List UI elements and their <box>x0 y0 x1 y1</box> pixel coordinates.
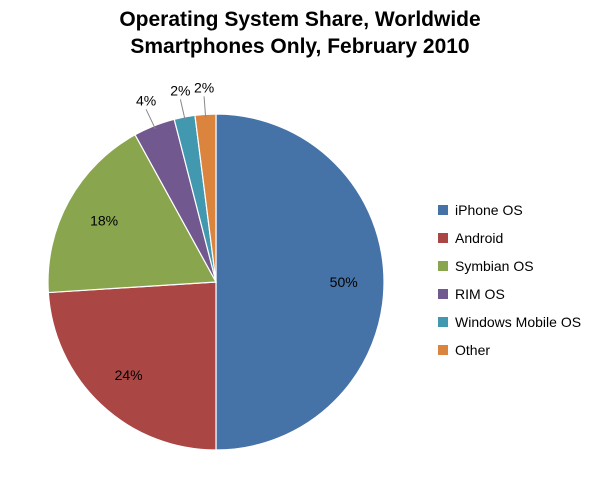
legend-swatch <box>438 205 448 215</box>
legend-swatch <box>438 261 448 271</box>
legend-label: Symbian OS <box>455 258 534 274</box>
data-label-iphone-os: 50% <box>330 274 358 290</box>
legend-label: iPhone OS <box>455 202 523 218</box>
legend-label: Windows Mobile OS <box>455 314 582 330</box>
legend-item-android: Android <box>438 224 581 252</box>
legend-swatch <box>438 289 448 299</box>
legend-swatch <box>438 345 448 355</box>
data-label-android: 24% <box>115 367 143 383</box>
legend-swatch <box>438 233 448 243</box>
data-label-windows-mobile-os: 2% <box>170 82 190 98</box>
legend-item-rim-os: RIM OS <box>438 280 581 308</box>
leader-lines <box>145 96 207 130</box>
data-label-rim-os: 4% <box>136 92 156 108</box>
legend-label: Android <box>455 230 504 246</box>
legend-item-iphone-os: iPhone OS <box>438 196 581 224</box>
data-label-other: 2% <box>194 79 214 95</box>
chart-title-block: Operating System Share, Worldwide Smartp… <box>0 6 600 60</box>
leader-line-rim-os <box>145 109 156 130</box>
data-label-symbian-os: 18% <box>90 212 118 228</box>
legend-swatch <box>438 317 448 327</box>
data-labels: 50% 24% 18% 4% 2%2% <box>90 79 358 383</box>
legend-item-windows-mobile-os: Windows Mobile OS <box>438 308 581 336</box>
legend-item-symbian-os: Symbian OS <box>438 252 581 280</box>
chart-subtitle: Smartphones Only, February 2010 <box>130 35 470 58</box>
leader-line-other <box>203 96 207 118</box>
legend-label: Other <box>455 342 491 358</box>
pie-slice-iphone-os <box>215 113 385 451</box>
pie-slice-symbian-os <box>47 133 217 294</box>
chart-title: Operating System Share, Worldwide <box>119 8 481 31</box>
legend-item-other: Other <box>438 336 581 364</box>
pie-slices <box>47 113 385 451</box>
pie-slice-android <box>47 281 217 451</box>
leader-line-windows-mobile-os <box>179 99 186 121</box>
legend-label: RIM OS <box>455 286 505 302</box>
